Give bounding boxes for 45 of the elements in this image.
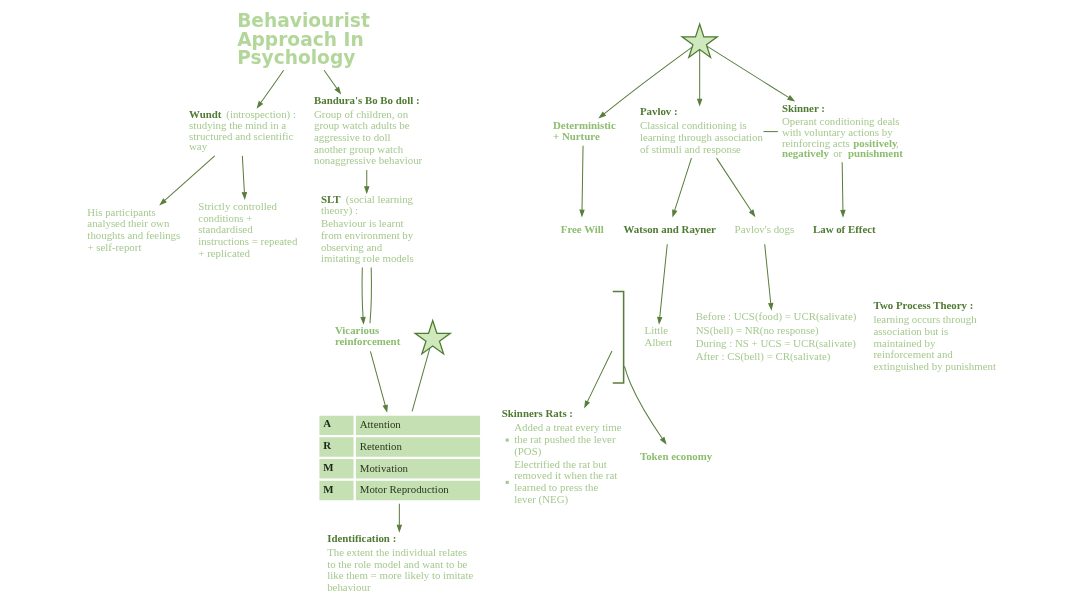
node-text: Before : UCS(food) = UCR(salivate) NS(bell) = NR(no response) During : NS + UCS = UCR(salivate) After : CS(bell) = CR(salivate) — [695, 310, 857, 362]
arrow — [584, 350, 613, 409]
node-text: Skinner : Operant conditioning deals with voluntary actions by reinforcing acts positively, negatively or punishment — [781, 101, 903, 160]
node-text: Law of Effect — [812, 222, 876, 235]
node-text: His participants analysed their own thoughts and feelings + self-report — [87, 205, 181, 253]
arrow — [579, 145, 585, 218]
arrow — [696, 49, 703, 107]
arrow — [657, 243, 668, 325]
connector — [411, 347, 431, 412]
node-text: Vicarious reinforcement — [334, 324, 401, 348]
arrow — [706, 45, 796, 102]
arrow — [396, 503, 403, 533]
arrow — [598, 46, 693, 119]
arrow — [256, 69, 285, 109]
node-text: Token economy — [639, 450, 713, 463]
node-text: Deterministic + Nurture — [553, 118, 616, 142]
connector — [369, 267, 372, 324]
arrow — [369, 350, 388, 413]
node-text: Free Will — [560, 222, 604, 235]
arrow — [840, 161, 846, 218]
arrow — [159, 155, 216, 206]
connector — [762, 131, 779, 133]
arrow — [323, 69, 342, 95]
node-text: Wundt (introspection) : studying the mind in a structured and scientific way — [189, 107, 296, 153]
arrow — [764, 243, 774, 311]
node-brace — [611, 290, 625, 384]
node-text: Strictly controlled conditions + standardised instructions = repeated + replicated — [198, 200, 298, 259]
node-text: Skinners Rats : Added a treat every time the rat pushed the lever (POS) Electrified the rat but removed it when the rat learned to press the lever (NEG) — [501, 407, 622, 505]
node-text: Two Process Theory : learning occurs through association but is maintained by reinforcement and extinguished by punishment — [873, 299, 996, 373]
node-text: Behaviourist Approach In Psychology — [237, 10, 370, 69]
node-star — [680, 22, 720, 60]
arrow — [360, 267, 366, 325]
node-star — [413, 318, 453, 356]
node-text: SLT (social learning theory) : Behaviour is learnt from environment by observing and imitating role models — [320, 193, 414, 265]
node-text: Identification : The extent the individual relates to the role model and want to be like them = more likely to imitate behaviour — [327, 531, 474, 593]
arrow — [623, 365, 667, 445]
arrow — [364, 169, 370, 195]
node-text: Pavlov : Classical conditioning is learning through association of stimuli and response — [639, 105, 763, 155]
node-text: Watson and Rayner — [623, 222, 716, 235]
arrow — [716, 157, 756, 218]
arrow — [241, 155, 248, 200]
arrow — [672, 157, 692, 218]
node-text: Little Albert — [644, 324, 673, 348]
node-text: Pavlov's dogs — [734, 223, 795, 236]
node-text: Bandura's Bo Bo doll : Group of children, on group watch adults be aggressive to doll another group watch nonaggressive behaviour — [313, 93, 423, 167]
